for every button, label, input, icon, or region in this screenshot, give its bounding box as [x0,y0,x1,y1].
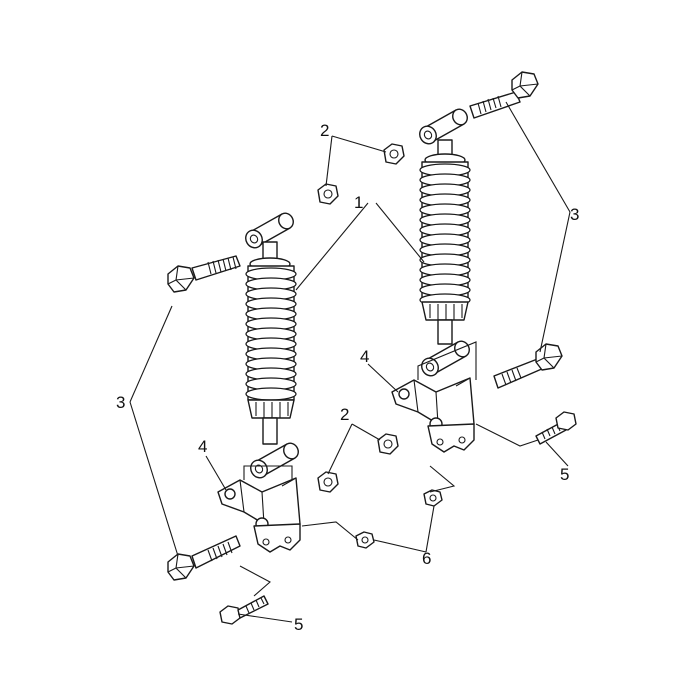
callout-5-right: 5 [560,465,569,484]
callout-3-left: 3 [116,393,125,412]
callout-4-right: 4 [360,347,369,366]
callout-6: 6 [422,549,431,568]
bolt-left-lower [167,535,241,581]
nut-right-small [423,489,443,507]
callout-5-left: 5 [294,615,303,634]
callout-2-upper: 2 [320,121,329,140]
nut-left-lower [317,471,339,493]
shock-absorber-right [419,108,471,377]
small-bolt-right [535,411,577,445]
shock-absorber-left [245,212,299,479]
nut-left-upper [317,183,339,205]
mounting-bracket-left [217,465,301,553]
mounting-bracket-right [391,341,477,453]
bolt-left-upper [167,255,241,293]
bolt-right-lower [493,343,563,389]
coil-spring-left [245,267,297,401]
bolt-right-upper [469,71,539,119]
callout-2-lower: 2 [340,405,349,424]
nut-right-lower [377,433,399,455]
callout-4-left: 4 [198,437,207,456]
small-bolt-left [219,595,269,625]
callout-3-right: 3 [570,205,579,224]
callout-1: 1 [354,193,363,212]
callout-labels: 1 2 2 3 3 4 4 5 5 6 [116,121,579,634]
leader-lines [129,101,571,623]
nut-left-small [355,531,375,549]
nut-right-upper [383,143,405,165]
